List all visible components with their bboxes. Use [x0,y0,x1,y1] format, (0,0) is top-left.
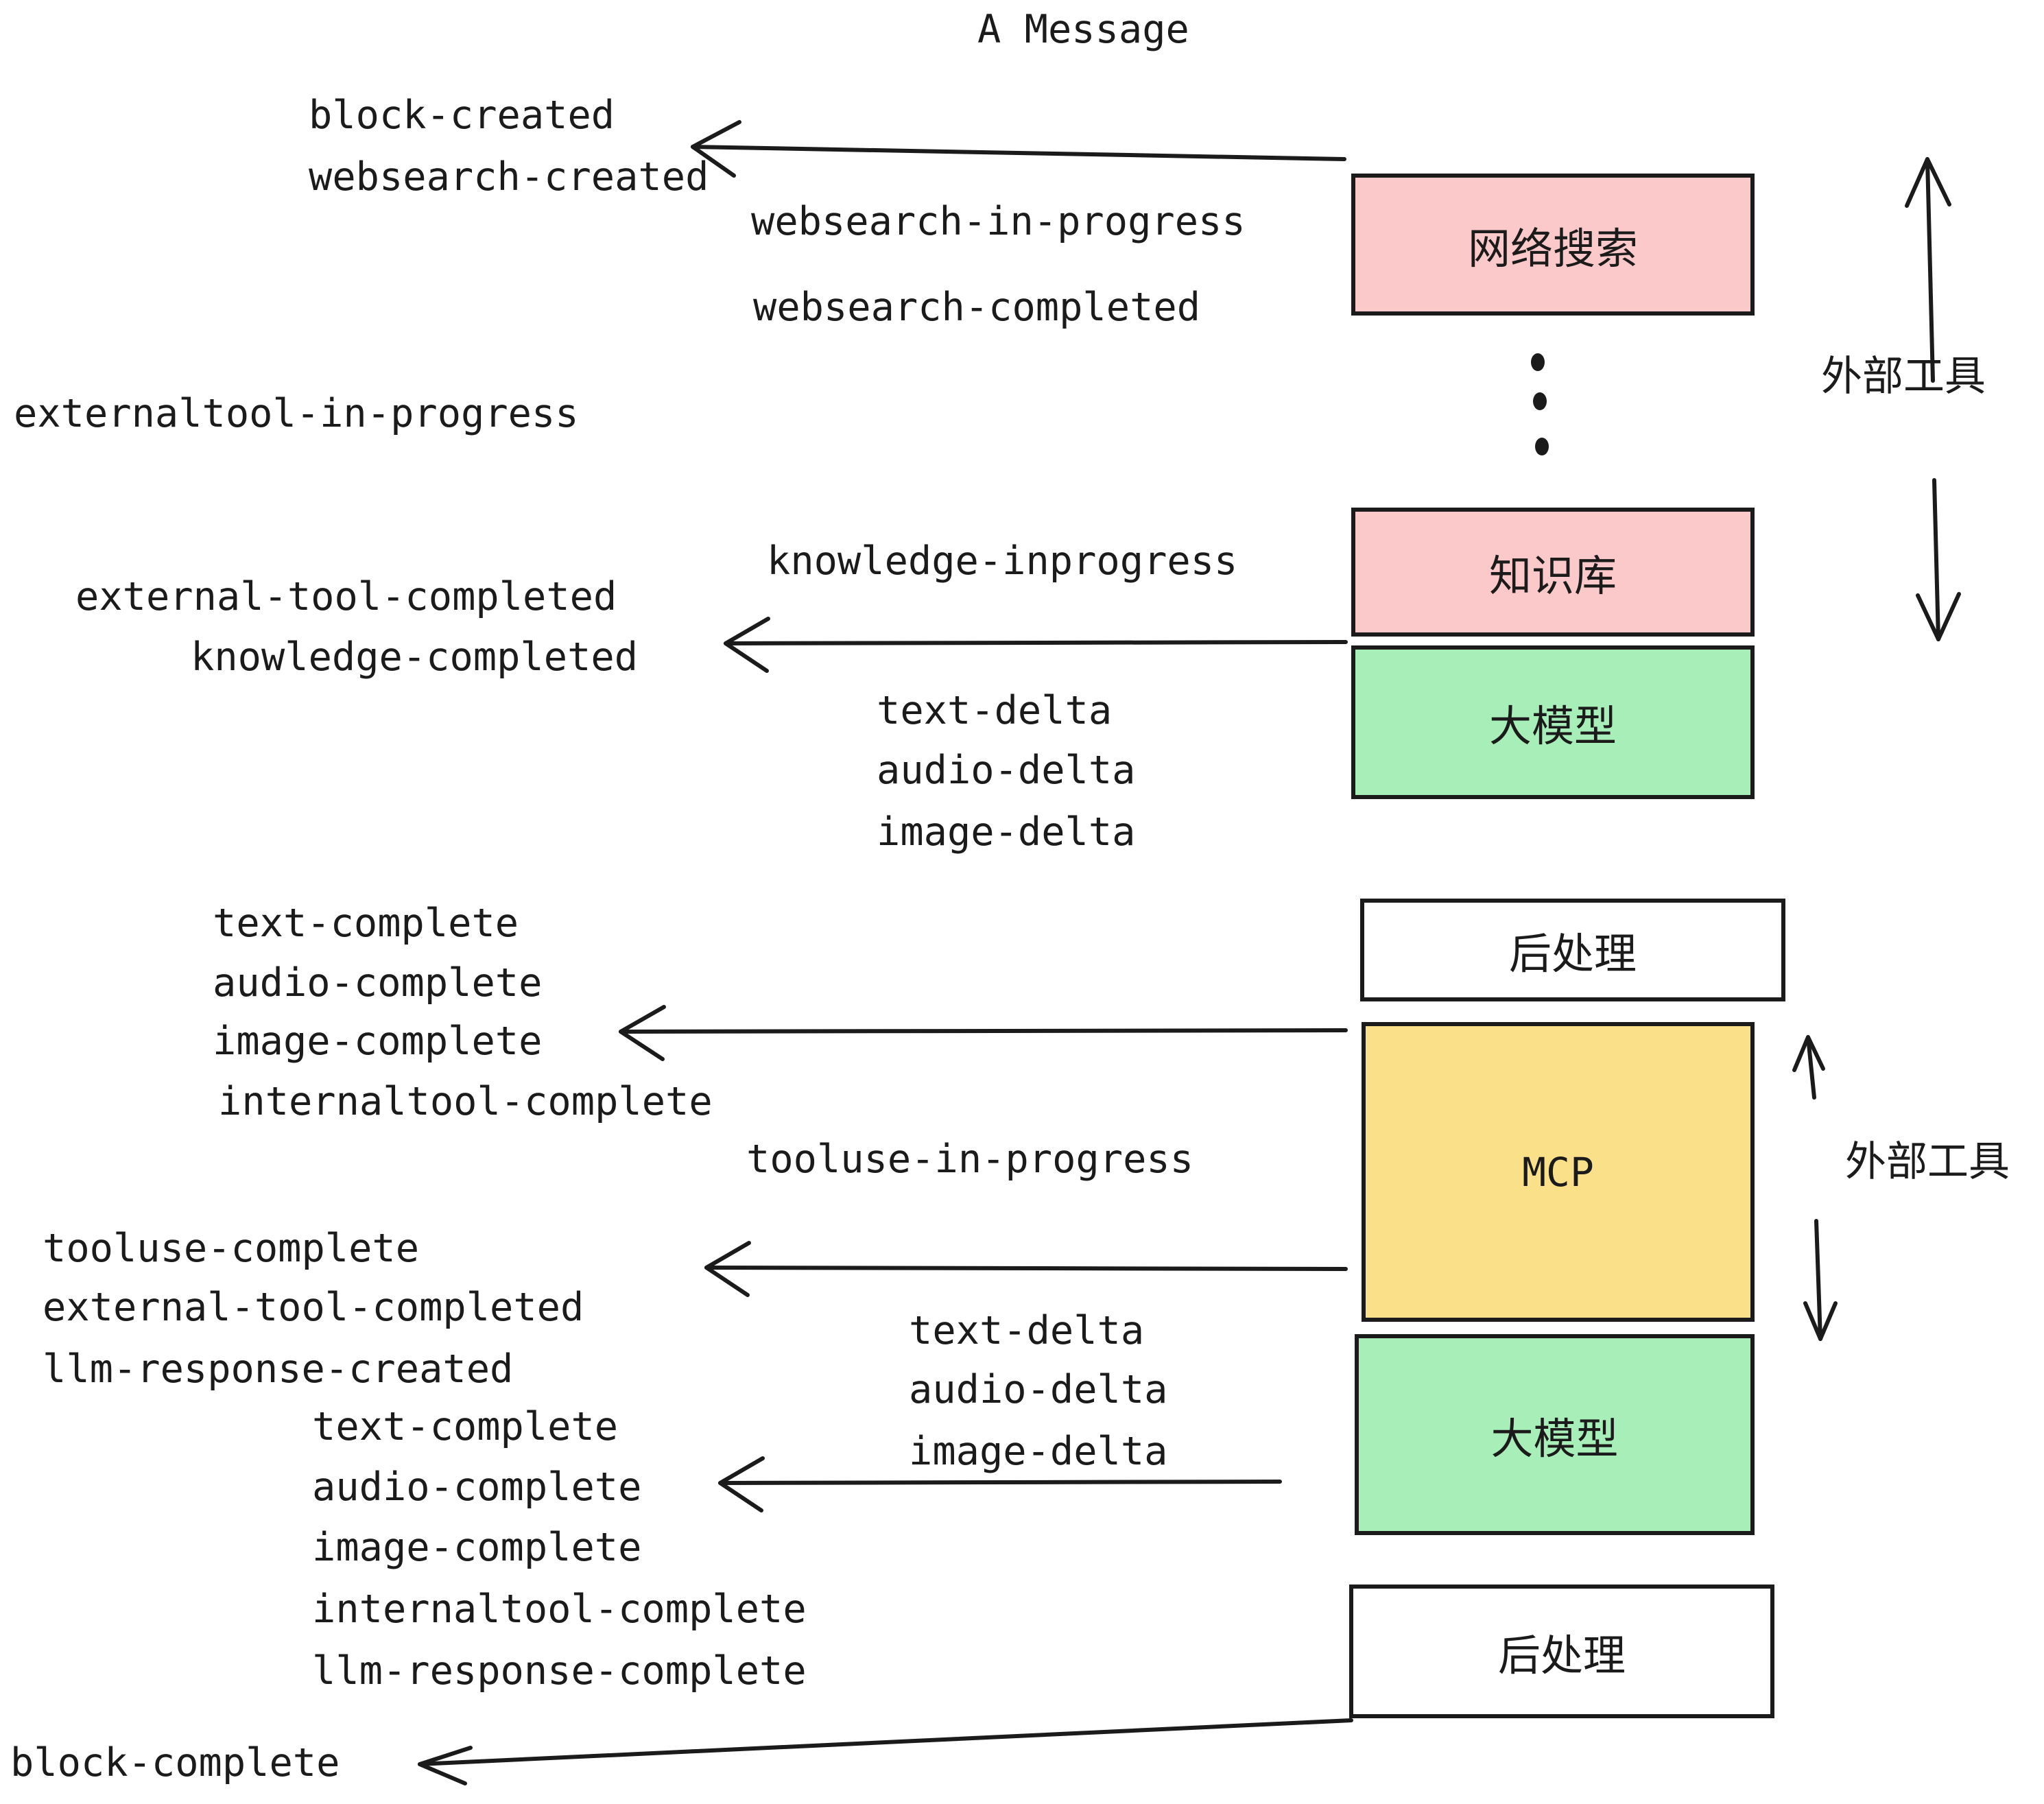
box-knowledge[interactable]: 知识库 [1351,508,1755,637]
bracket-top-down-head [1916,592,1961,641]
arrowhead-5 [718,1456,765,1512]
event-text-delta-1: text-delta [877,688,1113,733]
event-tooluse-complete: tooluse-complete [43,1226,420,1271]
event-websearch-created: websearch-created [309,154,709,200]
bracket-bottom-up-line [1806,1035,1816,1100]
event-internaltool-complete-2: internaltool-complete [312,1587,807,1632]
ellipsis-dot-2 [1533,392,1547,410]
arrowhead-6 [418,1746,473,1785]
event-websearch-in-progress: websearch-in-progress [751,199,1246,244]
event-external-tool-completed-2: external-tool-completed [43,1285,584,1330]
arrow-knowledge-to-completed [724,640,1348,645]
event-block-created: block-created [309,93,615,138]
event-llm-response-created: llm-response-created [43,1346,514,1392]
arrowhead-4 [704,1241,751,1297]
arrow-llm-to-image-complete [619,1028,1348,1034]
box-websearch-label: 网络搜索 [1467,223,1638,274]
box-postprocess-2[interactable]: 后处理 [1349,1585,1774,1718]
bracket-top-down-line [1932,478,1940,641]
event-knowledge-completed: knowledge-completed [191,634,639,680]
event-audio-complete-2: audio-complete [312,1464,642,1510]
event-audio-delta-1: audio-delta [877,748,1136,793]
arrow-postprocess-to-block-complete [418,1718,1353,1766]
event-image-complete-2: image-complete [312,1525,642,1570]
event-image-delta-1: image-delta [877,809,1136,855]
bracket-bottom-down-line [1814,1219,1822,1341]
event-externaltool-in-progress: externaltool-in-progress [14,391,579,436]
bracket-top-up-head [1905,157,1951,208]
ellipsis-dot-1 [1531,353,1545,371]
box-postprocess-2-label: 后处理 [1497,1630,1626,1681]
external-tool-label-top: 外部工具 [1821,353,1986,401]
event-tooluse-in-progress: tooluse-in-progress [746,1137,1194,1182]
event-internaltool-complete-1: internaltool-complete [218,1079,713,1124]
arrow-websearch-to-created [691,145,1346,161]
ellipsis-dot-3 [1535,438,1549,455]
event-audio-complete-1: audio-complete [213,960,543,1006]
arrowhead-3 [619,1005,666,1061]
box-mcp[interactable]: MCP [1362,1022,1755,1322]
page-title: A Message [977,7,1189,52]
event-audio-delta-2: audio-delta [909,1367,1168,1412]
arrowhead-2 [724,617,770,673]
event-external-tool-completed-1: external-tool-completed [75,574,617,619]
box-llm-2[interactable]: 大模型 [1355,1334,1755,1535]
box-postprocess-1-label: 后处理 [1508,929,1637,979]
box-postprocess-1[interactable]: 后处理 [1360,899,1785,1001]
event-text-complete-1: text-complete [213,901,519,946]
box-llm-2-label: 大模型 [1490,1413,1619,1464]
box-websearch[interactable]: 网络搜索 [1351,174,1755,316]
event-websearch-completed: websearch-completed [753,285,1201,330]
event-image-delta-2: image-delta [909,1429,1168,1474]
event-image-complete-1: image-complete [213,1019,543,1064]
arrow-llm2-to-audio-complete [718,1480,1282,1485]
event-text-complete-2: text-complete [312,1404,619,1449]
event-text-delta-2: text-delta [909,1308,1145,1353]
event-block-complete: block-complete [10,1740,340,1785]
arrow-mcp-to-tooluse-complete [704,1266,1348,1271]
event-llm-response-complete: llm-response-complete [312,1648,807,1694]
event-knowledge-inprogress: knowledge-inprogress [767,538,1238,584]
external-tool-label-bottom: 外部工具 [1845,1138,2010,1186]
box-llm-1-label: 大模型 [1488,701,1617,751]
box-mcp-label: MCP [1522,1148,1594,1196]
bracket-bottom-up-head [1792,1035,1825,1072]
box-llm-1[interactable]: 大模型 [1351,645,1755,799]
box-knowledge-label: 知识库 [1488,551,1617,601]
bracket-bottom-down-head [1803,1301,1838,1341]
